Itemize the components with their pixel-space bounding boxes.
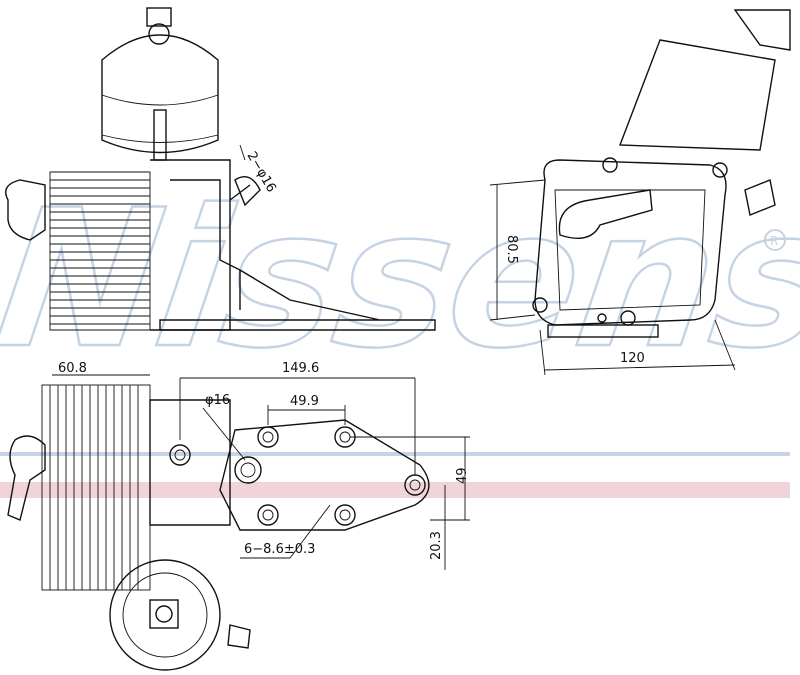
dim-hole-spacing: 49.9 bbox=[290, 394, 319, 409]
watermark-text: Nissens bbox=[0, 170, 800, 391]
dim-cooler-width: 60.8 bbox=[58, 361, 87, 376]
dim-hole-height: 49 bbox=[455, 467, 470, 484]
dim-width-right: 120 bbox=[620, 351, 645, 366]
dim-height-right: 80.5 bbox=[504, 235, 519, 264]
watermark-stripe-pink bbox=[0, 482, 790, 498]
dim-mount-holes: 6−8.6±0.3 bbox=[244, 542, 315, 557]
top-view: 60.8 149.6 φ16 49.9 49 6−8.6±0.3 20.3 bbox=[7, 361, 470, 671]
svg-text:R: R bbox=[770, 234, 778, 248]
end-view: 80.5 120 bbox=[489, 9, 791, 376]
watermark-stripe-blue bbox=[0, 452, 790, 456]
registered-mark-icon bbox=[764, 229, 786, 251]
dim-port-dia: φ16 bbox=[205, 393, 230, 408]
dim-overall-length: 149.6 bbox=[282, 361, 319, 376]
dim-offset: 20.3 bbox=[429, 531, 444, 560]
watermark: Nissens R bbox=[0, 169, 800, 498]
